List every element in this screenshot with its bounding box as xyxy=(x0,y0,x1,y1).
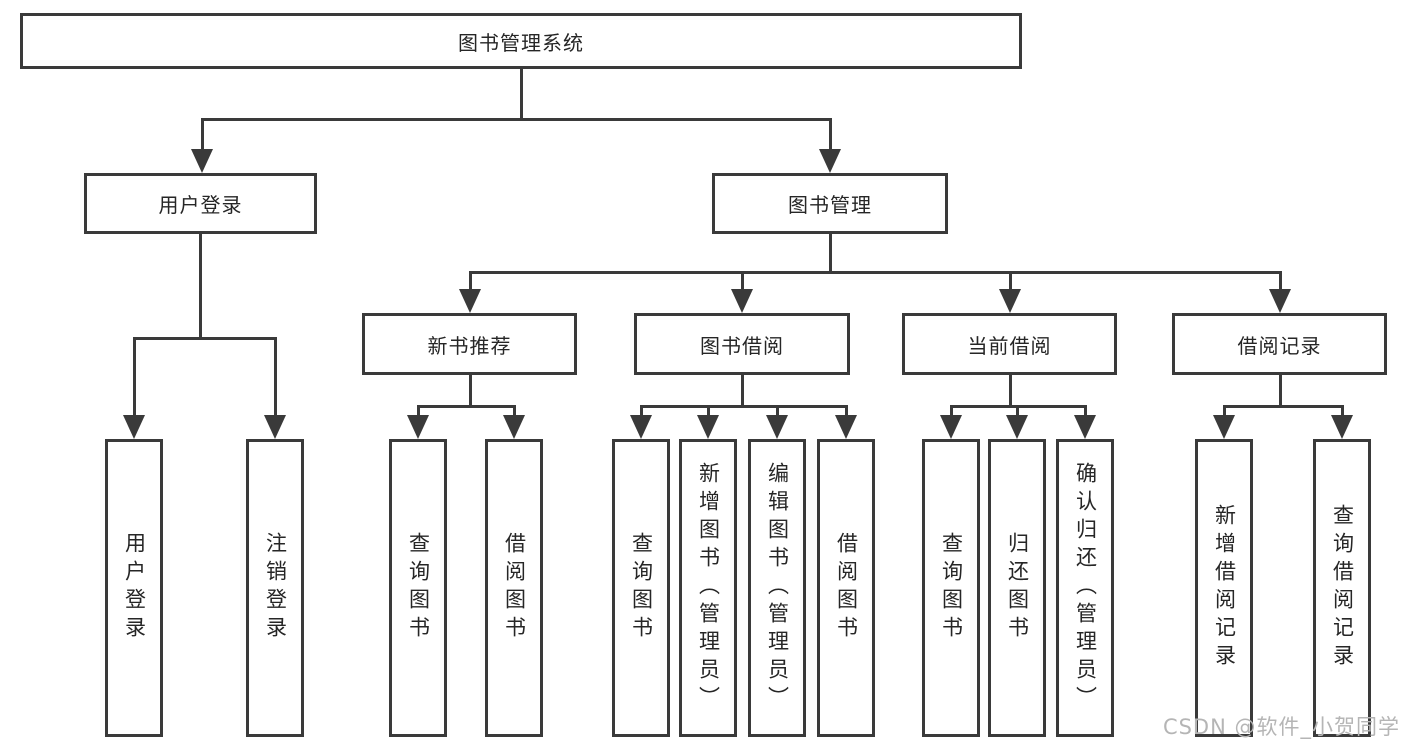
arrowhead-icon xyxy=(503,415,525,439)
arrowhead-icon xyxy=(1213,415,1235,439)
arrowhead-icon xyxy=(731,289,753,313)
connector-drop xyxy=(1279,271,1282,293)
connector-drop xyxy=(1223,405,1226,418)
node-label: 当前借阅 xyxy=(967,333,1052,358)
arrowhead-icon xyxy=(1269,289,1291,313)
arrowhead-icon xyxy=(459,289,481,313)
node-label: 图书管理 xyxy=(788,193,872,217)
connector-user-login-drop xyxy=(201,118,204,152)
node-label: 查询图书 xyxy=(406,532,431,644)
node-label: 借阅图书 xyxy=(502,532,527,644)
connector-drop xyxy=(741,271,744,293)
arrowhead-icon xyxy=(835,415,857,439)
leaf-query-books-current: 查询图书 xyxy=(922,439,980,737)
connector-stem xyxy=(469,375,472,408)
node-borrowing-records: 借阅记录 xyxy=(1172,313,1387,375)
arrowhead-icon xyxy=(940,415,962,439)
leaf-edit-books-admin: 编辑图书（管理员） xyxy=(748,439,806,737)
node-library-system: 图书管理系统 xyxy=(20,13,1022,69)
connector-stem xyxy=(1009,375,1012,408)
connector-drop xyxy=(1016,405,1019,418)
connector-drop xyxy=(1084,405,1087,418)
arrowhead-icon xyxy=(697,415,719,439)
connector-user-login-stem xyxy=(199,234,202,339)
connector-level3-rail xyxy=(469,271,1281,274)
node-label: 新书推荐 xyxy=(427,333,512,358)
node-label: 借阅记录 xyxy=(1237,333,1322,358)
connector-rail xyxy=(417,405,515,408)
node-label: 借阅图书 xyxy=(834,532,859,644)
arrowhead-icon xyxy=(766,415,788,439)
connector-user-login-rail xyxy=(133,337,276,340)
node-label: 查询借阅记录 xyxy=(1330,504,1355,672)
connector-stem xyxy=(1279,375,1282,408)
leaf-borrow-books-recommend: 借阅图书 xyxy=(485,439,543,737)
node-label: 图书管理系统 xyxy=(458,30,584,55)
connector-rail xyxy=(640,405,847,408)
arrowhead-icon xyxy=(999,289,1021,313)
arrowhead-icon xyxy=(1074,415,1096,439)
arrowhead-icon xyxy=(1331,415,1353,439)
connector-drop xyxy=(640,405,643,418)
leaf-logout: 注销登录 xyxy=(246,439,304,737)
connector-drop xyxy=(950,405,953,418)
node-book-borrowing: 图书借阅 xyxy=(634,313,850,375)
node-label: 用户登录 xyxy=(122,532,147,644)
connector-drop xyxy=(513,405,516,418)
connector-drop xyxy=(417,405,420,418)
node-label: 归还图书 xyxy=(1005,532,1030,644)
leaf-return-books: 归还图书 xyxy=(988,439,1046,737)
node-label: 确认归还（管理员） xyxy=(1073,462,1098,714)
arrowhead-icon xyxy=(264,415,286,439)
node-label: 用户登录 xyxy=(158,193,243,217)
leaf-query-books-recommend: 查询图书 xyxy=(389,439,447,737)
connector-book-mgmt-stem xyxy=(829,234,832,273)
leaf-borrow-books: 借阅图书 xyxy=(817,439,875,737)
node-label: 编辑图书（管理员） xyxy=(765,462,790,714)
node-label: 查询图书 xyxy=(939,532,964,644)
connector-drop xyxy=(274,337,277,417)
connector-stem xyxy=(741,375,744,408)
leaf-confirm-return-admin: 确认归还（管理员） xyxy=(1056,439,1114,737)
connector-root-stem xyxy=(520,69,523,120)
connector-drop xyxy=(469,271,472,293)
connector-drop xyxy=(133,337,136,417)
node-book-management: 图书管理 xyxy=(712,173,948,234)
leaf-query-borrow-record: 查询借阅记录 xyxy=(1313,439,1371,737)
csdn-watermark: CSDN @软件_小贺同学 xyxy=(1162,715,1400,739)
node-label: 注销登录 xyxy=(263,532,288,644)
connector-drop xyxy=(1009,271,1012,293)
node-new-book-recommend: 新书推荐 xyxy=(362,313,577,375)
node-label: 新增图书（管理员） xyxy=(696,462,721,714)
connector-book-mgmt-drop xyxy=(829,118,832,152)
leaf-add-books-admin: 新增图书（管理员） xyxy=(679,439,737,737)
arrowhead-icon xyxy=(191,149,213,173)
arrowhead-icon xyxy=(630,415,652,439)
node-label: 新增借阅记录 xyxy=(1212,504,1237,672)
connector-level1-rail xyxy=(201,118,831,121)
node-label: 图书借阅 xyxy=(700,333,784,358)
leaf-add-borrow-record: 新增借阅记录 xyxy=(1195,439,1253,737)
connector-drop xyxy=(776,405,779,418)
connector-drop xyxy=(845,405,848,418)
arrowhead-icon xyxy=(407,415,429,439)
node-current-borrowing: 当前借阅 xyxy=(902,313,1117,375)
leaf-user-login: 用户登录 xyxy=(105,439,163,737)
arrowhead-icon xyxy=(1006,415,1028,439)
connector-drop xyxy=(707,405,710,418)
node-user-login: 用户登录 xyxy=(84,173,317,234)
connector-drop xyxy=(1341,405,1344,418)
arrowhead-icon xyxy=(123,415,145,439)
connector-rail xyxy=(1223,405,1343,408)
leaf-query-books: 查询图书 xyxy=(612,439,670,737)
arrowhead-icon xyxy=(819,149,841,173)
node-label: 查询图书 xyxy=(629,532,654,644)
